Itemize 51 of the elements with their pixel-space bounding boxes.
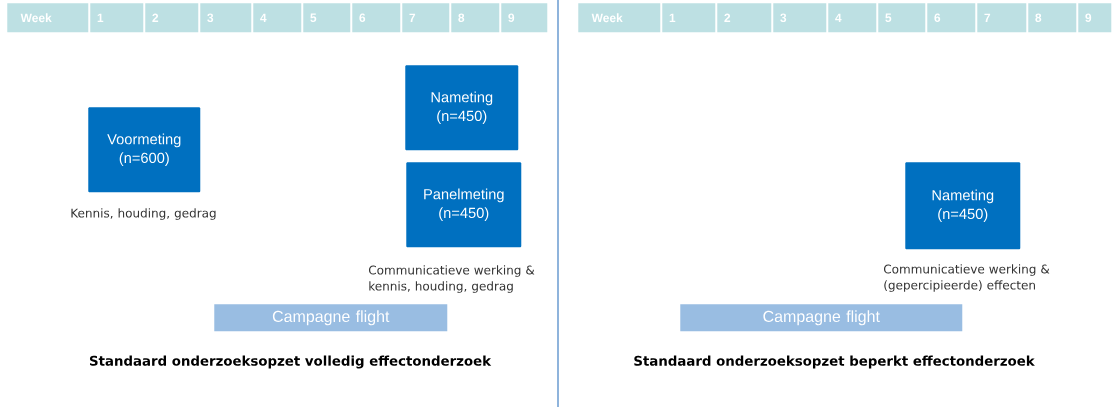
campaign-bar: Campagne flight — [680, 304, 963, 332]
node-label: 6 — [934, 13, 941, 23]
node-label: 7 — [409, 13, 416, 22]
node-label: Week — [20, 13, 52, 23]
node-label: 6 — [359, 13, 366, 23]
measurement-box: Voormeting (n=600) — [88, 107, 201, 193]
measurement-box: Nameting (n=450) — [405, 65, 519, 151]
header-cell: 6 — [352, 3, 401, 33]
node-label: 8 — [1035, 13, 1042, 23]
header-cell: 3 — [200, 3, 252, 33]
header-cell: 1 — [662, 3, 716, 33]
header-cell: 4 — [828, 3, 877, 33]
measurement-box: Panelmeting (n=450) — [406, 162, 522, 248]
node-label: 9 — [1085, 13, 1092, 23]
node-label: 2 — [724, 13, 731, 22]
header-cell: 7 — [977, 3, 1027, 33]
header-cell: 2 — [145, 3, 199, 33]
node-label: 9 — [508, 13, 515, 23]
header-cell: 7 — [402, 3, 450, 33]
node-label: 5 — [310, 13, 317, 22]
node-label: 3 — [207, 13, 214, 23]
node-label: Week — [591, 13, 623, 23]
header-cell: 6 — [927, 3, 976, 33]
header-cell: 4 — [253, 3, 302, 33]
node-label: 2 — [152, 13, 159, 22]
node-label: 1 — [97, 13, 104, 22]
node-label: 4 — [260, 13, 267, 22]
header-cell: 3 — [773, 3, 827, 33]
header-cell: 1 — [90, 3, 144, 33]
node-label: 7 — [984, 13, 991, 22]
header-cell: Week — [578, 3, 661, 33]
node-label: 8 — [458, 13, 465, 23]
node-label: 3 — [780, 13, 787, 23]
campaign-bar: Campagne flight — [214, 304, 448, 332]
node-label: Kennis, houding, gedrag — [71, 208, 216, 220]
node-label: 1 — [669, 13, 676, 22]
header-cell: Week — [7, 3, 89, 33]
header-cell: 2 — [717, 3, 772, 33]
header-cell: 5 — [303, 3, 351, 33]
section-title: Standaard onderzoeksopzet volledig effectonderzoek — [89, 355, 492, 369]
node-label: Communicatieve werking & (gepercipieerde) effecten — [883, 264, 1050, 292]
node-label: 4 — [835, 13, 842, 22]
header-cell: 9 — [501, 3, 548, 33]
annotation: Communicatieve werking & kennis, houding, gedrag — [368, 265, 535, 293]
measurement-box: Nameting (n=450) — [905, 162, 1021, 250]
header-cell: 5 — [878, 3, 926, 33]
section-title: Standaard onderzoeksopzet beperkt effectonderzoek — [634, 355, 1035, 369]
header-cell: 8 — [1028, 3, 1077, 33]
node-label: 5 — [885, 13, 892, 22]
header-cell: 8 — [451, 3, 500, 33]
header-cell: 9 — [1078, 3, 1112, 33]
